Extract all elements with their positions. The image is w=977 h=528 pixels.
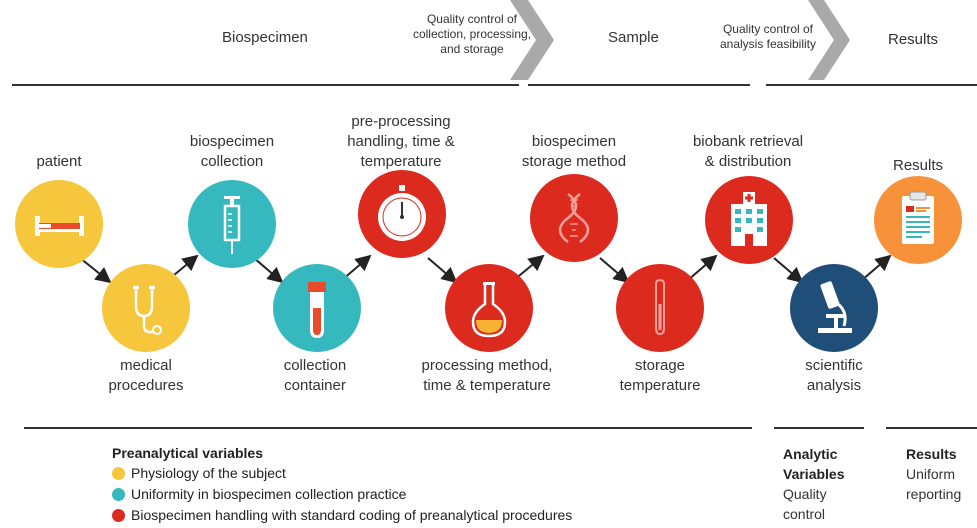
- analytic-text: control: [783, 506, 826, 522]
- flask-icon: [471, 282, 507, 338]
- step-label-biobank-retrieval: biobank retrieval & distribution: [692, 133, 804, 170]
- results-title: Results: [906, 446, 957, 462]
- hospital-icon: [731, 192, 767, 246]
- results-block: Results Uniform reporting: [906, 444, 977, 504]
- divider: [24, 427, 752, 429]
- step-label-medical-procedures: medical procedures: [108, 357, 184, 394]
- collection-container-circle: [273, 264, 361, 352]
- analytic-variables-block: Analytic Variables Quality control: [783, 444, 845, 524]
- clipboard-icon: [902, 191, 934, 244]
- divider: [12, 84, 519, 86]
- chevron-arrow-icon: [808, 0, 850, 80]
- medical-procedures-circle: [102, 264, 190, 352]
- step-label-collection-container: collection container: [283, 357, 347, 394]
- divider: [766, 84, 977, 86]
- analytic-title: Analytic: [783, 446, 838, 462]
- legend-item-physiology: Physiology of the subject: [112, 465, 286, 481]
- divider: [886, 427, 977, 429]
- chevron-arrow-icon: [510, 0, 554, 80]
- step-label-scientific-analysis: scientific analysis: [805, 357, 863, 394]
- microscope-icon: [818, 281, 852, 333]
- step-label-biospecimen-collection: biospecimen collection: [189, 133, 275, 170]
- storage-temperature-circle: [616, 264, 704, 352]
- results-text: Uniform: [906, 466, 956, 482]
- results-text: reporting: [906, 486, 962, 502]
- red-dot-icon: [112, 509, 125, 522]
- header-stage-results: Results: [888, 31, 939, 48]
- storage-method-circle: [530, 174, 618, 262]
- biospecimen-collection-circle: [188, 180, 276, 268]
- results-circle: [874, 176, 962, 264]
- analytic-title: Variables: [783, 466, 845, 482]
- divider: [774, 427, 864, 429]
- scientific-analysis-circle: [790, 264, 878, 352]
- step-label-patient: patient: [36, 153, 82, 170]
- analytic-text: Quality: [783, 486, 827, 502]
- stethoscope-icon: [133, 286, 162, 335]
- legend-item-uniformity: Uniformity in biospecimen collection pra…: [112, 486, 406, 502]
- processing-method-circle: [445, 264, 533, 352]
- qc-collection-label: Quality control of collection, processin…: [412, 12, 532, 56]
- step-label-results: Results: [892, 157, 944, 174]
- bed-icon: [35, 216, 84, 236]
- step-label-pre-processing: pre-processing handling, time & temperat…: [347, 113, 455, 170]
- yellow-dot-icon: [112, 467, 125, 480]
- header-stage-biospecimen: Biospecimen: [222, 29, 308, 46]
- biobank-retrieval-circle: [705, 176, 793, 264]
- divider: [528, 84, 750, 86]
- syringe-icon: [223, 196, 241, 254]
- qc-analysis-label: Quality control of analysis feasibility: [719, 22, 817, 51]
- teal-dot-icon: [112, 488, 125, 501]
- step-label-processing-method: processing method, time & temperature: [421, 357, 553, 394]
- header-stage-sample: Sample: [608, 29, 659, 46]
- legend-item-handling: Biospecimen handling with standard codin…: [112, 507, 572, 523]
- test-tube-icon: [308, 282, 326, 338]
- patient-circle: [15, 180, 103, 268]
- step-label-storage-method: biospecimen storage method: [521, 133, 627, 170]
- legend-title: Preanalytical variables: [112, 445, 263, 461]
- dna-icon: [558, 193, 590, 243]
- pre-processing-circle: [358, 170, 446, 258]
- step-label-storage-temperature: storage temperature: [619, 357, 701, 394]
- thermometer-icon: [655, 278, 665, 336]
- stopwatch-icon: [378, 185, 426, 241]
